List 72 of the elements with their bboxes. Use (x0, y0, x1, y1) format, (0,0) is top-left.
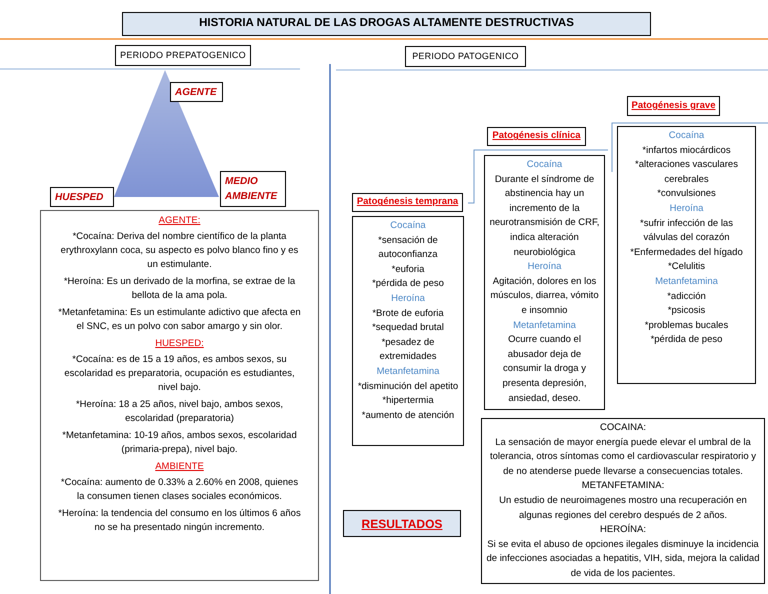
section-heading: AMBIENTE (155, 460, 204, 473)
section-heading: Cocaína (668, 129, 704, 143)
body-text: La sensación de mayor energía puede elevar el umbral de la tolerancia, otros síntomas como el cardiovascular respiratorio y de no atenderse puede llevarse a consecuencias totales. (488, 436, 758, 479)
label-text: PERIODO PREPATOGENICO (120, 48, 246, 62)
label-text: PERIODO PATOGENICO (412, 50, 519, 63)
stage-label (352, 193, 463, 212)
body-text: *sequedad brutal (372, 321, 444, 336)
body-text: Agitación, dolores en los músculos, diarrea, vómito e insomnio (489, 274, 600, 318)
section-heading: HEROÍNA: (600, 523, 646, 538)
body-text: *Brote de euforia (372, 306, 444, 321)
section-heading: METANFETAMINA: (582, 479, 664, 494)
label-text: HUESPED (55, 190, 104, 204)
body-text: Si se evita el abuso de opciones ilegales disminuye la incidencia de infecciones asociadas a hepatitis, VIH, sida, mejora la calidad de vida de los pacientes. (486, 538, 760, 581)
text-panel (617, 126, 756, 384)
body-text: Ocurre cuando el abusador deja de consumir la droga y presenta depresión, ansiedad, deseo. (502, 333, 588, 406)
body-text: *pérdida de peso (372, 277, 444, 292)
body-text: *Metanfetamina: Es un estimulante adictivo que afecta en el SNC, es un polvo con sabor amargo y sin olor. (57, 306, 302, 334)
body-text: *pesadez de extremidades (378, 336, 438, 364)
section-heading: Heroína (528, 260, 562, 274)
label-text: Patogénesis temprana (356, 195, 458, 210)
body-text: *Heroína: la tendencia del consumo en los últimos 6 años no se ha presentado ningún incremento. (57, 507, 302, 535)
section-heading: Cocaína (526, 158, 562, 172)
triangle-label (170, 82, 223, 102)
body-text: Durante el síndrome de abstinencia hay un incremento de la neurotransmisión de CRF, indica alteración neurobiológica (489, 172, 600, 260)
title: HISTORIA NATURAL DE LAS DROGAS ALTAMENTE DESTRUCTIVAS (199, 16, 574, 32)
section-heading: Metanfetamina (513, 318, 576, 333)
body-text: *euforia (392, 262, 424, 277)
label-text: AGENTE (175, 86, 218, 100)
section-heading: HUESPED: (155, 337, 204, 350)
body-text: *pérdida de peso (650, 333, 722, 348)
label-text: Patogénesis grave (632, 98, 716, 113)
text-panel (352, 216, 464, 446)
label-text: Patogénesis clínica (492, 129, 581, 144)
section-heading: Metanfetamina (655, 274, 718, 289)
body-text: *infartos miocárdicos (642, 144, 731, 158)
body-text: *Heroína: Es un derivado de la morfina, se extrae de la bellota de la ama pola. (62, 275, 296, 303)
stage-label (487, 127, 586, 146)
body-text: *adicción (667, 290, 706, 304)
body-text: *Celulitis (668, 260, 705, 274)
triangle-label (50, 187, 114, 207)
body-text: *alteraciones vasculares cerebrales (634, 158, 739, 187)
results-label (343, 510, 461, 537)
stage-label (627, 96, 720, 116)
section-heading: COCAINA: (600, 421, 646, 435)
body-text: *psicosis (668, 304, 706, 318)
body-text: *Cocaína: es de 15 a 19 años, es ambos sexos, su escolaridad es preparatoria, ocupación es estudiantes, nivel bajo. (63, 353, 296, 395)
text-panel (484, 155, 605, 410)
body-text: *Enfermedades del hígado (630, 246, 743, 260)
section-heading: Heroína (670, 202, 704, 216)
section-heading: Metanfetamina (376, 364, 440, 379)
section-heading: Heroína (391, 292, 425, 306)
period-label (405, 46, 526, 67)
body-text: *hipertermia (382, 394, 434, 408)
body-text: *sufrir infección de las válvulas del corazón (639, 216, 734, 246)
body-text: *convulsiones (657, 187, 716, 202)
body-text: *Cocaína: Deriva del nombre científico de la planta erythroxylann coca, su aspecto es polvo blanco fino y es un estimulante. (60, 230, 300, 272)
body-text: *Cocaína: aumento de 0.33% a 2.60% en 2008, quienes la consumen tienen clases sociales económicos. (60, 476, 300, 504)
body-text: Un estudio de neuroimagenes mostro una recuperación en algunas regiones del cerebro después de 2 años. (498, 494, 748, 523)
text-panel (481, 418, 765, 584)
section-heading: AGENTE: (158, 214, 200, 227)
text-panel (40, 210, 319, 581)
body-text: *Metanfetamina: 10-19 años, ambos sexos, escolaridad (primaria-prepa), nivel bajo. (61, 429, 298, 457)
label-text: MEDIO AMBIENTE (225, 175, 278, 204)
period-label (115, 45, 251, 66)
body-text: *aumento de atención (362, 408, 454, 423)
body-text: *problemas bucales (644, 318, 728, 333)
body-text: *Heroína: 18 a 25 años, nivel bajo, ambos sexos, escolaridad (preparatoria) (74, 398, 284, 426)
body-text: *disminución del apetito (358, 380, 458, 394)
triangle-label (220, 171, 286, 207)
body-text: *sensación de autoconfianza (377, 234, 439, 262)
section-heading: Cocaína (390, 219, 426, 233)
label-text: RESULTADOS (362, 516, 442, 532)
